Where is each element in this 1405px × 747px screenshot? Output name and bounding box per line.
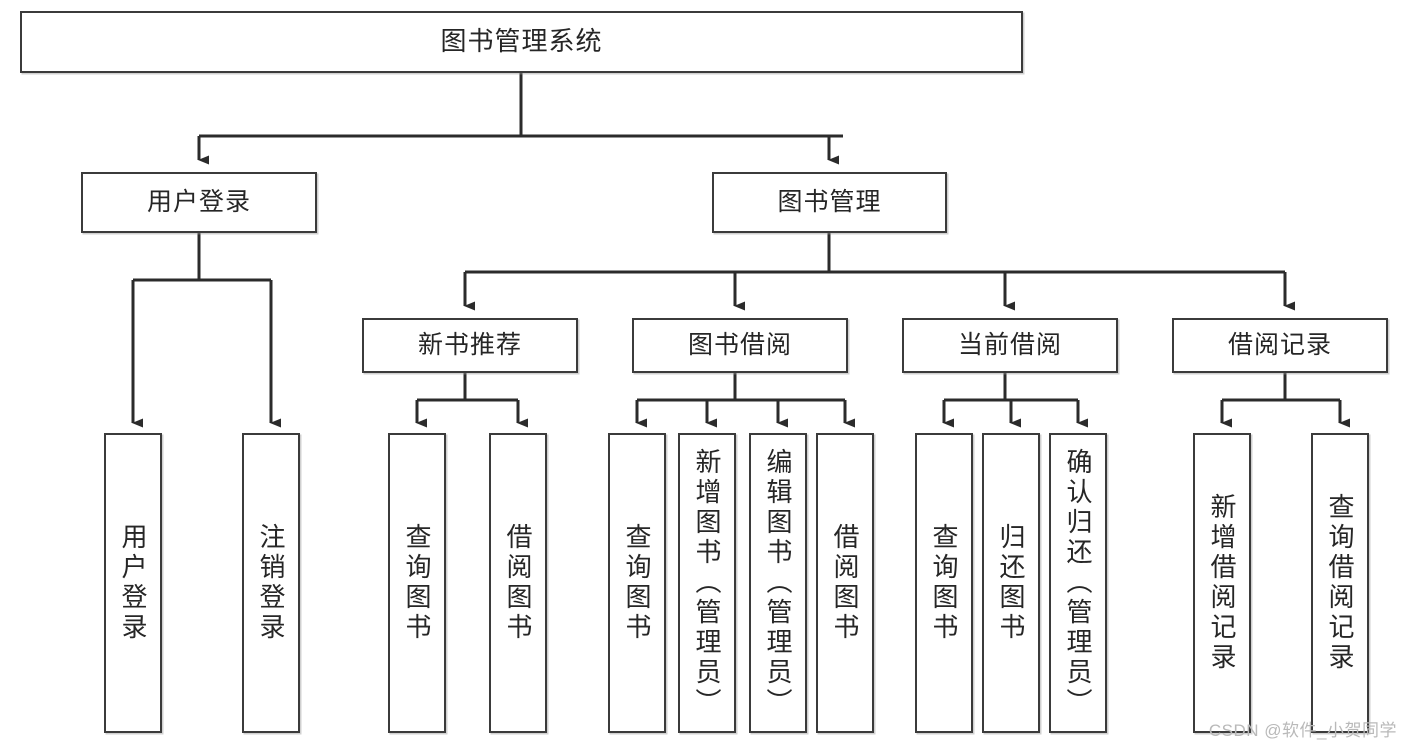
leaf-query-book-borrow[interactable]: 查询图书 <box>608 433 666 733</box>
node-label: 新书推荐 <box>417 331 522 360</box>
node-label: 图书借阅 <box>687 331 792 360</box>
leaf-user-login[interactable]: 用户登录 <box>104 433 162 733</box>
node-label: 确认归还（管理员） <box>1063 448 1093 718</box>
node-label: 图书管理系统 <box>440 26 603 57</box>
node-book-manage[interactable]: 图书管理 <box>712 172 947 233</box>
node-label: 查询图书 <box>929 523 959 643</box>
node-user-login[interactable]: 用户登录 <box>81 172 317 233</box>
node-label: 归还图书 <box>996 523 1026 643</box>
node-label: 借阅图书 <box>830 523 860 643</box>
node-label: 用户登录 <box>118 523 148 643</box>
leaf-return-book[interactable]: 归还图书 <box>982 433 1040 733</box>
node-root-system[interactable]: 图书管理系统 <box>20 11 1023 73</box>
node-current-borrow[interactable]: 当前借阅 <box>902 318 1118 373</box>
leaf-confirm-return-admin[interactable]: 确认归还（管理员） <box>1049 433 1107 733</box>
csdn-watermark: CSDN @软件_小贺同学 <box>1208 721 1397 740</box>
leaf-query-book-new-rec[interactable]: 查询图书 <box>388 433 446 733</box>
leaf-edit-book-admin[interactable]: 编辑图书（管理员） <box>749 433 807 733</box>
leaf-borrow-book[interactable]: 借阅图书 <box>816 433 874 733</box>
node-label: 注销登录 <box>256 523 286 643</box>
node-label: 当前借阅 <box>957 331 1062 360</box>
leaf-add-borrow-record[interactable]: 新增借阅记录 <box>1193 433 1251 733</box>
leaf-logout[interactable]: 注销登录 <box>242 433 300 733</box>
node-label: 编辑图书（管理员） <box>763 448 793 718</box>
node-label: 查询借阅记录 <box>1325 493 1355 673</box>
node-new-book-recommend[interactable]: 新书推荐 <box>362 318 578 373</box>
node-label: 新增借阅记录 <box>1207 493 1237 673</box>
node-label: 借阅图书 <box>503 523 533 643</box>
leaf-add-book-admin[interactable]: 新增图书（管理员） <box>678 433 736 733</box>
leaf-query-book-current[interactable]: 查询图书 <box>915 433 973 733</box>
node-label: 图书管理 <box>777 188 882 217</box>
node-borrow-record[interactable]: 借阅记录 <box>1172 318 1388 373</box>
node-label: 新增图书（管理员） <box>692 448 722 718</box>
leaf-borrow-book-new-rec[interactable]: 借阅图书 <box>489 433 547 733</box>
node-label: 查询图书 <box>402 523 432 643</box>
leaf-query-borrow-record[interactable]: 查询借阅记录 <box>1311 433 1369 733</box>
node-label: 查询图书 <box>622 523 652 643</box>
node-label: 用户登录 <box>146 188 251 217</box>
node-label: 借阅记录 <box>1227 331 1332 360</box>
node-book-borrow[interactable]: 图书借阅 <box>632 318 848 373</box>
